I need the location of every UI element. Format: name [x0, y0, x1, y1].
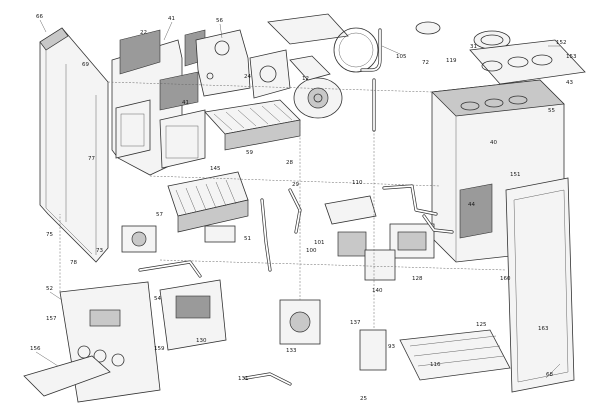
- callout-labels: 66 41 56 22 69 41 24 12 105 72 119 31 15…: [30, 14, 577, 402]
- callout-140: 140: [372, 288, 383, 294]
- front-casing-panel: [39, 27, 109, 263]
- callout-43: 43: [566, 80, 573, 86]
- assembly-guides: [59, 81, 507, 330]
- gas-valve: [121, 225, 236, 253]
- hydraulic-group: [279, 195, 435, 371]
- burner-assembly: [204, 99, 301, 151]
- callout-145: 145: [210, 166, 221, 172]
- callout-77: 77: [88, 156, 95, 162]
- callout-130: 130: [196, 338, 207, 344]
- callout-51: 51: [244, 236, 251, 242]
- callout-105: 105: [396, 54, 407, 60]
- callout-69: 69: [82, 62, 89, 68]
- callout-41: 41: [168, 16, 175, 22]
- callout-24: 24: [244, 74, 251, 80]
- callout-101: 101: [314, 240, 325, 246]
- callout-153: 153: [566, 54, 577, 60]
- flue-adaptor: [415, 21, 586, 85]
- callout-159: 159: [154, 346, 165, 352]
- flue-pipe: [360, 28, 382, 132]
- callout-55: 55: [548, 108, 555, 114]
- callout-119: 119: [446, 58, 457, 64]
- callout-128: 128: [412, 276, 423, 282]
- bottom-bezel: [23, 329, 511, 397]
- callout-78: 78: [70, 260, 77, 266]
- callout-131: 131: [238, 376, 249, 382]
- callout-93: 93: [388, 344, 395, 350]
- callout-22: 22: [140, 30, 147, 36]
- callout-41b: 41: [182, 100, 189, 106]
- callout-151: 151: [510, 172, 521, 178]
- callout-59: 59: [246, 150, 253, 156]
- callout-133: 133: [286, 348, 297, 354]
- combustion-chamber-frame: [111, 29, 206, 176]
- callout-54: 54: [154, 296, 161, 302]
- callout-12: 12: [302, 76, 309, 82]
- callout-44: 44: [468, 202, 475, 208]
- callout-137: 137: [350, 320, 361, 326]
- heat-exchanger: [167, 171, 249, 233]
- callout-100: 100: [306, 248, 317, 254]
- callout-28: 28: [286, 160, 293, 166]
- fan-assembly: [267, 13, 379, 119]
- callout-157: 157: [46, 316, 57, 322]
- side-panel: [505, 177, 575, 393]
- callout-66: 66: [36, 14, 43, 20]
- callout-152: 152: [556, 40, 567, 46]
- callout-56: 56: [216, 18, 223, 24]
- callout-110: 110: [352, 180, 363, 186]
- callout-52: 52: [46, 286, 53, 292]
- callout-160: 160: [500, 276, 511, 282]
- pipework: [138, 184, 454, 386]
- callout-57: 57: [156, 212, 163, 218]
- top-cover-plates: [195, 29, 291, 99]
- callout-73: 73: [96, 248, 103, 254]
- callout-163: 163: [538, 326, 549, 332]
- callout-116: 116: [430, 362, 441, 368]
- callout-40: 40: [490, 140, 497, 146]
- callout-25: 25: [360, 396, 367, 402]
- callout-72: 72: [422, 60, 429, 66]
- callout-31: 31: [470, 44, 477, 50]
- callout-68: 68: [546, 372, 553, 378]
- leader-lines: [35, 19, 561, 379]
- callout-29: 29: [292, 182, 299, 188]
- callout-125: 125: [476, 322, 487, 328]
- callout-156: 156: [30, 346, 41, 352]
- callout-75: 75: [46, 232, 53, 238]
